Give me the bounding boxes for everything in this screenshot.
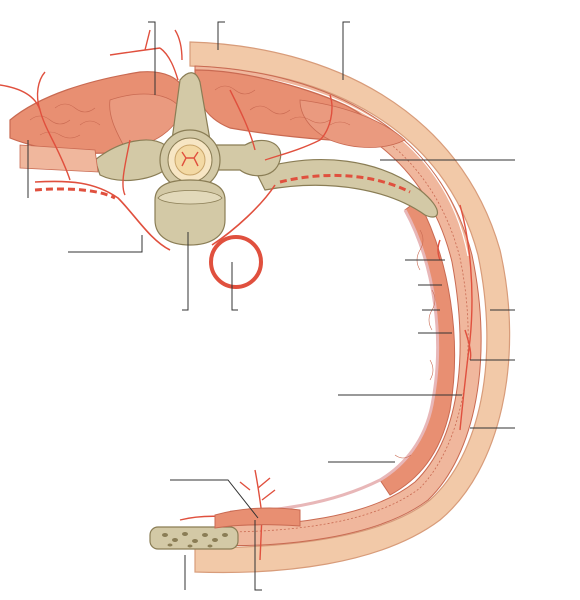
posterior-intercostal-artery-dashed [34,173,411,200]
parietal-membrane [229,209,440,514]
aorta [209,235,263,289]
right-lateral-muscle [299,99,406,148]
leader-line-6 [182,232,189,311]
skin-layer [189,41,511,574]
leader-line-2 [217,21,225,50]
sternum-marrow [162,532,228,548]
leader-line-1 [148,21,156,95]
spinal-cord [174,144,206,176]
leader-line-20 [254,520,262,591]
muscle-texture [29,85,436,459]
vertebral-body-top [157,190,223,205]
leader-line-7 [231,262,238,311]
leader-line-18 [170,479,259,519]
sternum [149,526,239,550]
left-rib-stub [19,144,99,173]
rib-bone [254,158,439,218]
leader-line-5 [68,235,143,253]
vertebral-body [154,179,226,246]
left-back-muscle-inner [109,93,183,149]
arterial-branches [0,29,473,561]
spinal-cord-grey-matter [181,151,199,167]
leader-line-3 [342,21,350,80]
leader-lines [27,21,515,591]
posterior-intercostal-artery-solid-right [211,184,276,246]
posterior-intercostal-artery-solid-left [34,180,171,251]
spinous-process [171,72,211,141]
